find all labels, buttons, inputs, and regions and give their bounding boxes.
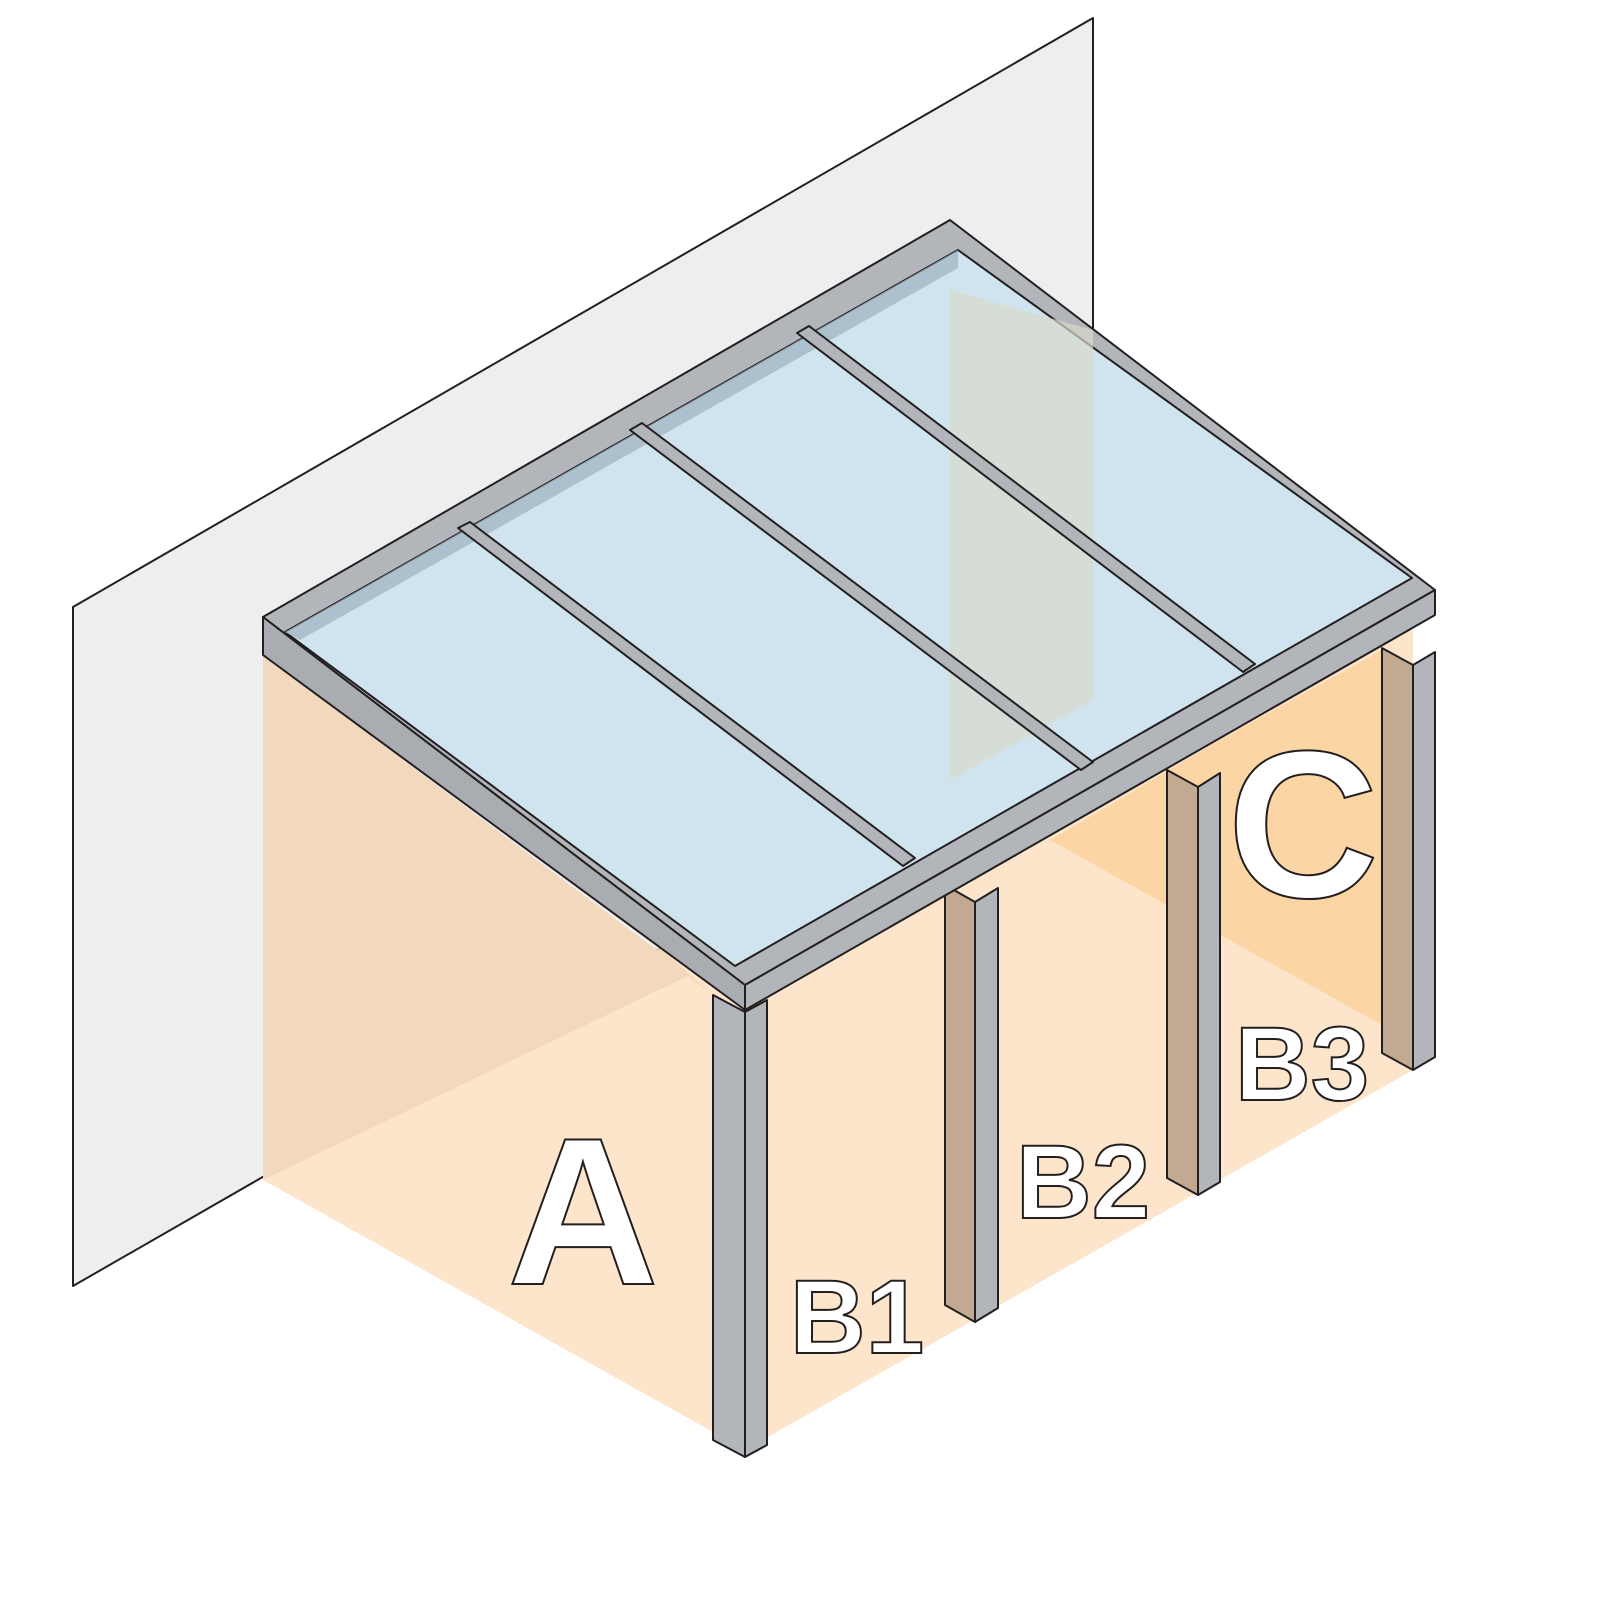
label-b3: B3 [1235, 1006, 1369, 1123]
label-b1: B1 [790, 1259, 924, 1376]
label-a: A [507, 1094, 659, 1329]
roof-front-face [744, 589, 1436, 1011]
glass-inner-edge [285, 250, 958, 640]
front-corner-post [712, 994, 768, 1458]
back-post-b2 [1166, 769, 1221, 1196]
glass-wall-overlap [950, 290, 1093, 780]
back-post-b3 [1381, 647, 1436, 1071]
label-b2: B2 [1016, 1124, 1150, 1241]
back-post-b1 [944, 884, 999, 1323]
side-a-wall-area-shade [263, 655, 690, 1180]
label-c: C [1227, 707, 1379, 942]
rafters [457, 325, 1256, 867]
